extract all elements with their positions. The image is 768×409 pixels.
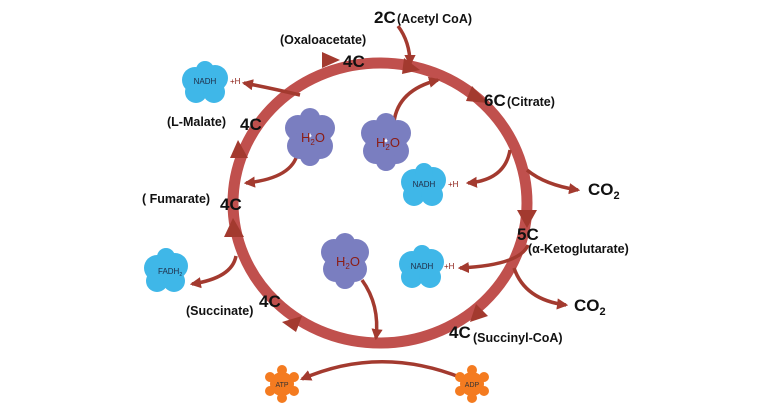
citrate-label: (Citrate) xyxy=(507,95,555,109)
ring-arrow-left-lower xyxy=(224,218,244,237)
co2-2-arrow xyxy=(512,267,569,310)
cycle-ring xyxy=(227,57,533,349)
nadh-2-plus-h: +H xyxy=(448,180,459,189)
nadh-2-molecule: NADH +H xyxy=(401,163,459,206)
acetyl-coa-label: (Acetyl CoA) xyxy=(397,12,472,26)
nadh-3-molecule: NADH +H xyxy=(399,245,455,288)
nadh-2-label: NADH xyxy=(413,180,436,189)
ring-arrow-right xyxy=(517,210,537,228)
acetyl-carbon-count: 2C xyxy=(374,8,396,27)
nadh-1-arrow xyxy=(241,79,301,97)
nadh-3-arrow xyxy=(457,244,530,274)
nadh-1-molecule: NADH +H xyxy=(182,61,241,103)
atp-molecule: ATP xyxy=(265,365,299,403)
citrate-carbon-count: 6C xyxy=(484,91,506,110)
adp-label: ADP xyxy=(465,382,480,389)
water-1-arrow xyxy=(243,149,300,188)
ketoglutarate-carbon-count: 5C xyxy=(517,225,539,244)
ring-arrow-bottom-left xyxy=(282,316,302,332)
nadh-1-plus-h: +H xyxy=(230,77,241,86)
nadh-3-plus-h: +H xyxy=(444,262,455,271)
nadh-1-label: NADH xyxy=(194,77,217,86)
atp-label: ATP xyxy=(275,382,288,389)
succinyl-carbon-count: 4C xyxy=(449,323,471,342)
water-1-molecule: H2O xyxy=(285,108,335,166)
water-3-label: H2O xyxy=(336,254,360,271)
co2-2-label: CO2 xyxy=(574,296,606,318)
malate-label: (L-Malate) xyxy=(167,115,226,129)
fadh2-label: FADH2 xyxy=(158,267,182,278)
co2-1-label: CO2 xyxy=(588,180,620,202)
fadh-arrow xyxy=(189,255,238,289)
ring-arrow-upper-right xyxy=(466,86,488,103)
ring-arrow-top xyxy=(322,52,340,68)
ketoglutarate-label: (α-Ketoglutarate) xyxy=(528,242,629,256)
fadh2-molecule: FADH2 xyxy=(144,248,188,292)
oxaloacetate-label: (Oxaloacetate) xyxy=(280,33,366,47)
succinate-carbon-count: 4C xyxy=(259,292,281,311)
water-2-label: H2O xyxy=(376,135,400,152)
malate-carbon-count: 4C xyxy=(240,115,262,134)
ring-arrow-lower-right xyxy=(470,304,488,322)
water-2-molecule: H2O xyxy=(361,113,411,171)
acetyl-entry-arrow xyxy=(396,24,416,67)
water-3-arrow xyxy=(360,278,383,341)
adp-atp-arrow xyxy=(299,360,463,381)
co2-1-arrow xyxy=(525,168,581,195)
water-3-molecule: H2O xyxy=(321,233,369,289)
succinyl-coa-label: (Succinyl-CoA) xyxy=(473,331,563,345)
succinate-label: (Succinate) xyxy=(186,304,253,318)
fumarate-label: ( Fumarate) xyxy=(142,192,210,206)
nadh-2-arrow xyxy=(465,149,512,188)
water-2-arrow xyxy=(392,76,441,123)
ring-arrow-left-upper xyxy=(230,140,248,158)
water-1-label: H2O xyxy=(301,130,325,147)
oxaloacetate-carbon-count: 4C xyxy=(343,52,365,71)
nadh-3-label: NADH xyxy=(411,262,434,271)
adp-molecule: ADP xyxy=(455,365,489,403)
fumarate-carbon-count: 4C xyxy=(220,195,242,214)
